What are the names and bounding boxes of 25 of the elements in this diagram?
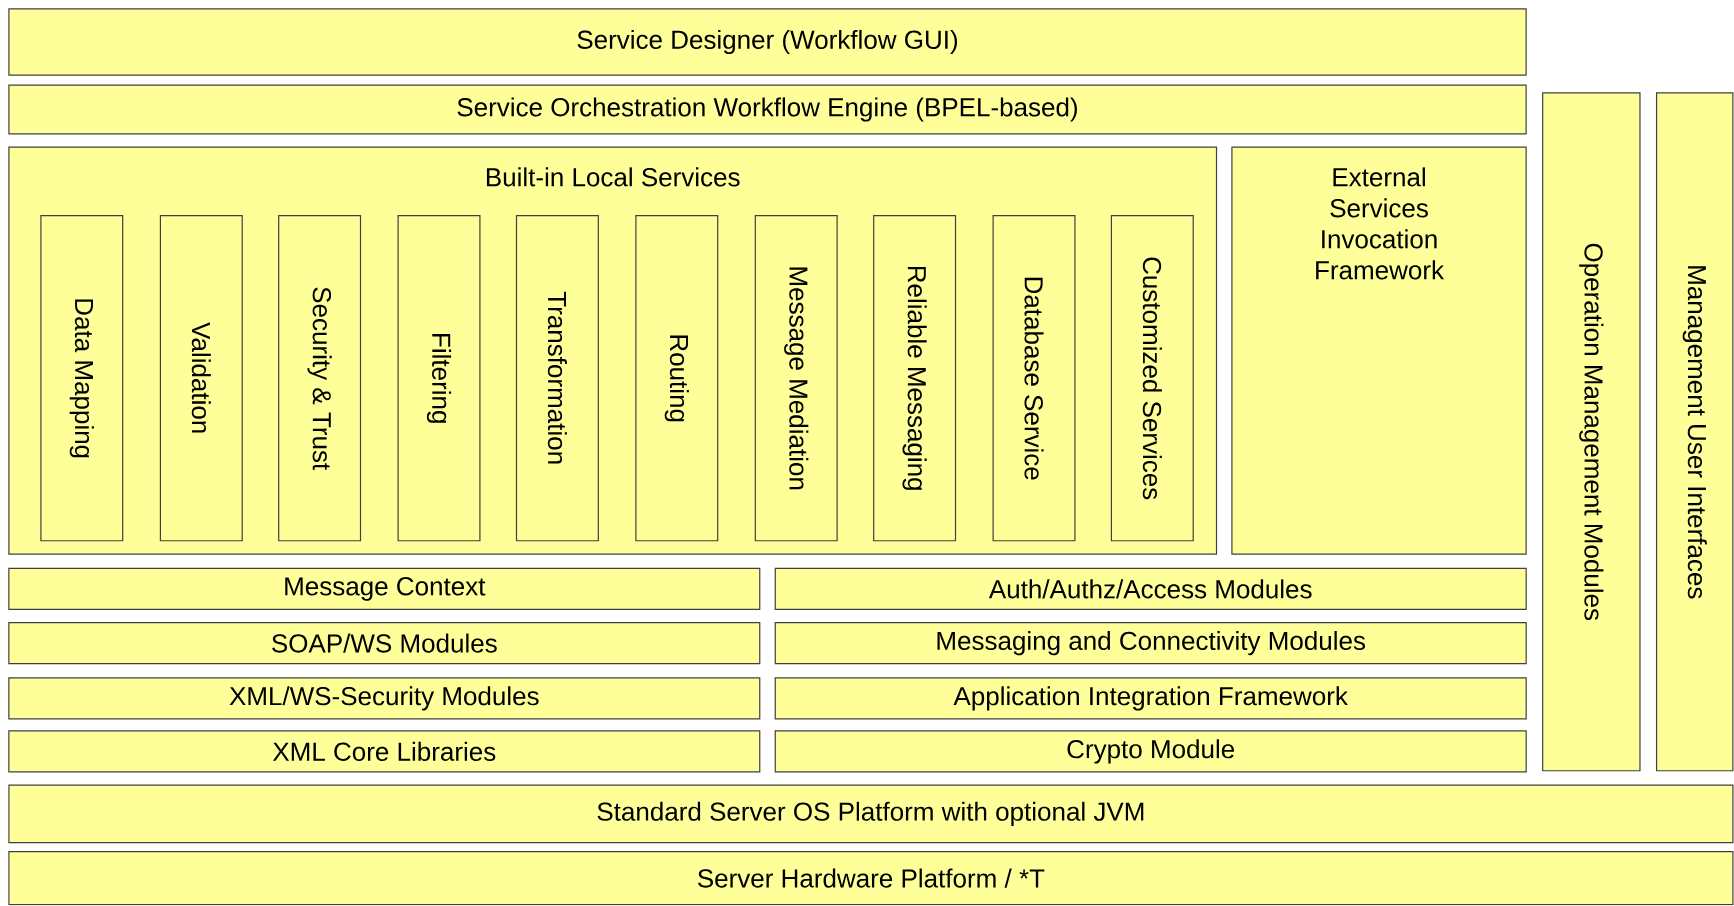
module-box: Transformation: [515, 215, 599, 542]
module-box: Security & Trust: [278, 215, 362, 542]
module-box: Routing: [635, 215, 719, 542]
module-box: Database Service: [992, 215, 1076, 542]
module-box: Operation Management Modules: [1542, 92, 1641, 772]
module-box: Customized Services: [1110, 215, 1194, 542]
layer-box: Message Context: [8, 567, 761, 610]
module-box: Reliable Messaging: [873, 215, 957, 542]
layer-box: XML Core Libraries: [8, 730, 761, 773]
component-box: External Services Invocation Framework: [1231, 146, 1527, 555]
layer-box: Server Hardware Platform / *T: [8, 850, 1734, 906]
layer-box: Crypto Module: [774, 730, 1527, 773]
module-box: Message Mediation: [754, 215, 838, 542]
module-box: Filtering: [397, 215, 481, 542]
layer-box: XML/WS-Security Modules: [8, 677, 761, 720]
layer-box: Service Designer (Workflow GUI): [8, 8, 1527, 76]
layer-box: SOAP/WS Modules: [8, 622, 761, 665]
module-box: Management User Interfaces: [1655, 92, 1734, 772]
module-box: Validation: [159, 215, 243, 542]
layer-box: Auth/Authz/Access Modules: [774, 567, 1527, 610]
layer-box: Application Integration Framework: [774, 677, 1527, 720]
layer-box: Messaging and Connectivity Modules: [774, 622, 1527, 665]
layer-box: Standard Server OS Platform with optional JVM: [8, 784, 1734, 844]
layer-box: Service Orchestration Workflow Engine (BPEL-based): [8, 84, 1527, 135]
module-box: Data Mapping: [40, 215, 124, 542]
